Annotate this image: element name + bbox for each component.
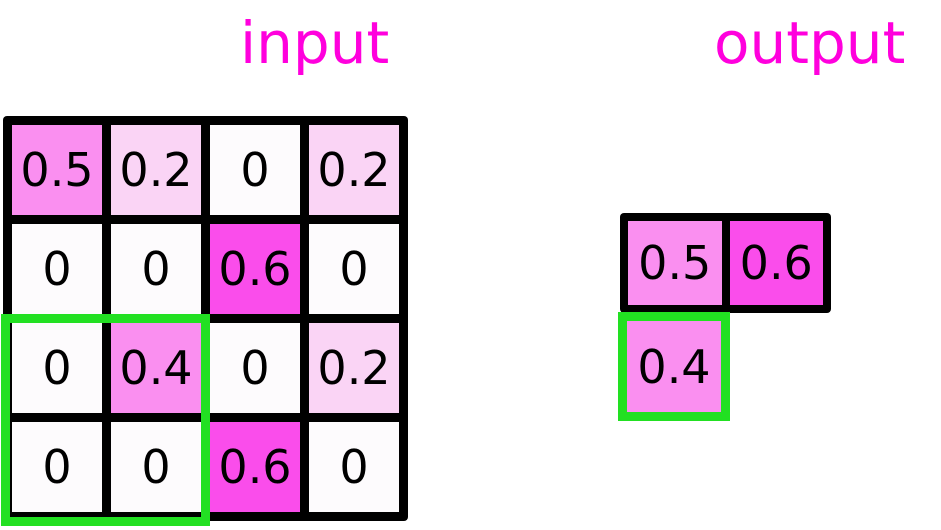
input-cell-r4c2: 0 <box>111 422 201 512</box>
input-matrix: 0.5 0.2 0 0.2 0 0 0.6 0 0 0.4 0 0.2 0 0 … <box>3 116 408 521</box>
output-cell-value: 0.6 <box>739 236 813 290</box>
input-cell-value: 0.2 <box>119 143 193 197</box>
input-cell-r2c2: 0 <box>111 224 201 314</box>
input-cell-value: 0 <box>240 143 270 197</box>
output-top-row: 0.5 0.6 <box>620 213 831 313</box>
output-matrix: 0.5 0.6 0.4 <box>618 213 835 425</box>
output-cell-value: 0.5 <box>638 236 712 290</box>
input-cell-value: 0.4 <box>119 341 193 395</box>
input-cell-value: 0.2 <box>317 143 391 197</box>
input-cell-value: 0 <box>141 440 171 494</box>
input-cell-value: 0 <box>42 341 72 395</box>
input-cell-value: 0 <box>240 341 270 395</box>
input-cell-r4c1: 0 <box>12 422 102 512</box>
input-cell-r4c4: 0 <box>309 422 399 512</box>
input-cell-r3c1: 0 <box>12 323 102 413</box>
output-cell-r1c1: 0.5 <box>628 221 722 305</box>
output-cell-r2c1: 0.4 <box>618 312 730 421</box>
input-cell-value: 0 <box>339 440 369 494</box>
input-cell-r1c1: 0.5 <box>12 125 102 215</box>
input-cell-value: 0.6 <box>218 440 292 494</box>
input-cell-r3c4: 0.2 <box>309 323 399 413</box>
input-cell-value: 0 <box>141 242 171 296</box>
input-cell-value: 0.5 <box>20 143 94 197</box>
input-cell-r1c3: 0 <box>210 125 300 215</box>
output-panel-title: output <box>714 9 906 77</box>
input-cell-value: 0 <box>42 242 72 296</box>
output-cell-r1c2: 0.6 <box>729 221 823 305</box>
input-cell-r2c1: 0 <box>12 224 102 314</box>
input-cell-value: 0 <box>42 440 72 494</box>
input-cell-value: 0.2 <box>317 341 391 395</box>
input-cell-r1c4: 0.2 <box>309 125 399 215</box>
output-cell-value: 0.4 <box>637 339 711 394</box>
input-cell-r3c3: 0 <box>210 323 300 413</box>
input-cell-r3c2: 0.4 <box>111 323 201 413</box>
input-cell-value: 0.6 <box>218 242 292 296</box>
input-cell-r4c3: 0.6 <box>210 422 300 512</box>
input-panel-title: input <box>240 9 390 77</box>
input-cell-r2c3: 0.6 <box>210 224 300 314</box>
input-cell-r1c2: 0.2 <box>111 125 201 215</box>
input-cell-value: 0 <box>339 242 369 296</box>
input-cell-r2c4: 0 <box>309 224 399 314</box>
